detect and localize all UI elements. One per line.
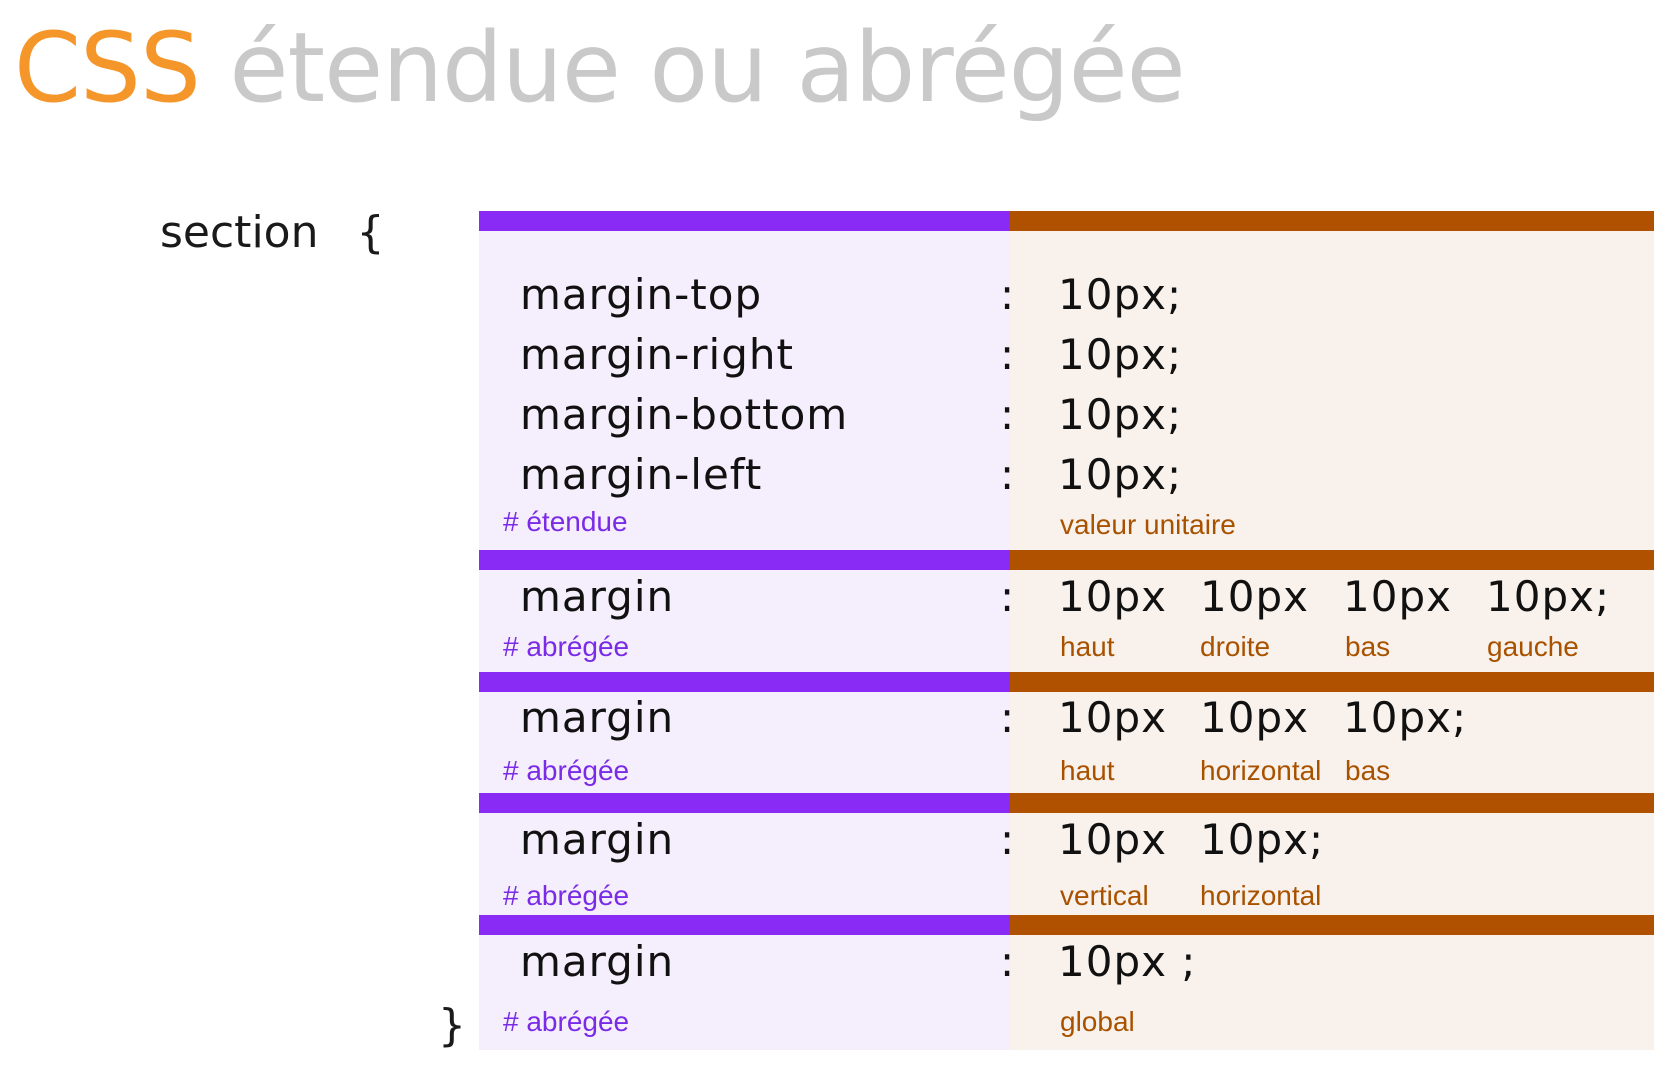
value: 10px; — [1058, 450, 1183, 499]
property-margin-top: margin-top — [520, 270, 763, 319]
label-top: haut — [1060, 755, 1115, 786]
colon: : — [1000, 330, 1015, 379]
value: 10px; — [1343, 693, 1468, 742]
value: 10px — [1058, 693, 1167, 742]
value: 10px ; — [1058, 937, 1197, 986]
property-margin: margin — [520, 572, 675, 621]
tag-shorthand: # abrégée — [503, 880, 630, 911]
label-top: haut — [1060, 631, 1115, 662]
tag-shorthand: # abrégée — [503, 755, 630, 786]
property-divider-bar — [479, 915, 1010, 935]
colon: : — [1000, 450, 1015, 499]
label-horizontal: horizontal — [1200, 755, 1322, 786]
slide-title: CSS étendue ou abrégée — [14, 8, 1186, 128]
label-vertical: vertical — [1060, 880, 1149, 911]
label-bottom: bas — [1345, 755, 1391, 786]
tag-shorthand: # abrégée — [503, 631, 630, 662]
colon: : — [1000, 270, 1015, 319]
closing-brace: } — [438, 1000, 466, 1051]
property-margin-left: margin-left — [520, 450, 763, 499]
value: 10px — [1058, 815, 1167, 864]
label-horizontal: horizontal — [1200, 880, 1322, 911]
property-divider-bar — [479, 672, 1010, 692]
property-margin: margin — [520, 815, 675, 864]
tag-longhand: # étendue — [503, 506, 628, 537]
value: 10px — [1058, 572, 1167, 621]
value: 10px — [1343, 572, 1452, 621]
title-accent: CSS — [14, 12, 201, 124]
note-unit-value: valeur unitaire — [1060, 509, 1236, 540]
property-column-background — [479, 211, 1010, 1050]
property-margin: margin — [520, 693, 675, 742]
title-rest: étendue ou abrégée — [229, 12, 1185, 124]
value-divider-bar — [1010, 550, 1654, 570]
value-column-background — [1010, 211, 1654, 1050]
property-divider-bar — [479, 793, 1010, 813]
value-divider-bar — [1010, 793, 1654, 813]
colon: : — [1000, 937, 1015, 986]
value: 10px — [1200, 572, 1309, 621]
tag-shorthand: # abrégée — [503, 1006, 630, 1037]
value: 10px; — [1058, 270, 1183, 319]
colon: : — [1000, 693, 1015, 742]
property-margin: margin — [520, 937, 675, 986]
property-divider-bar — [479, 550, 1010, 570]
label-left: gauche — [1487, 631, 1579, 662]
value-divider-bar — [1010, 211, 1654, 231]
property-divider-bar — [479, 211, 1010, 231]
colon: : — [1000, 815, 1015, 864]
value: 10px; — [1058, 390, 1183, 439]
colon: : — [1000, 390, 1015, 439]
css-selector: section { — [160, 207, 385, 258]
label-bottom: bas — [1345, 631, 1391, 662]
value: 10px; — [1200, 815, 1325, 864]
label-global: global — [1060, 1006, 1135, 1037]
value-divider-bar — [1010, 672, 1654, 692]
label-right: droite — [1200, 631, 1271, 662]
value: 10px; — [1486, 572, 1611, 621]
value: 10px — [1200, 693, 1309, 742]
property-margin-bottom: margin-bottom — [520, 390, 849, 439]
value-divider-bar — [1010, 915, 1654, 935]
value: 10px; — [1058, 330, 1183, 379]
property-margin-right: margin-right — [520, 330, 794, 379]
colon: : — [1000, 572, 1015, 621]
